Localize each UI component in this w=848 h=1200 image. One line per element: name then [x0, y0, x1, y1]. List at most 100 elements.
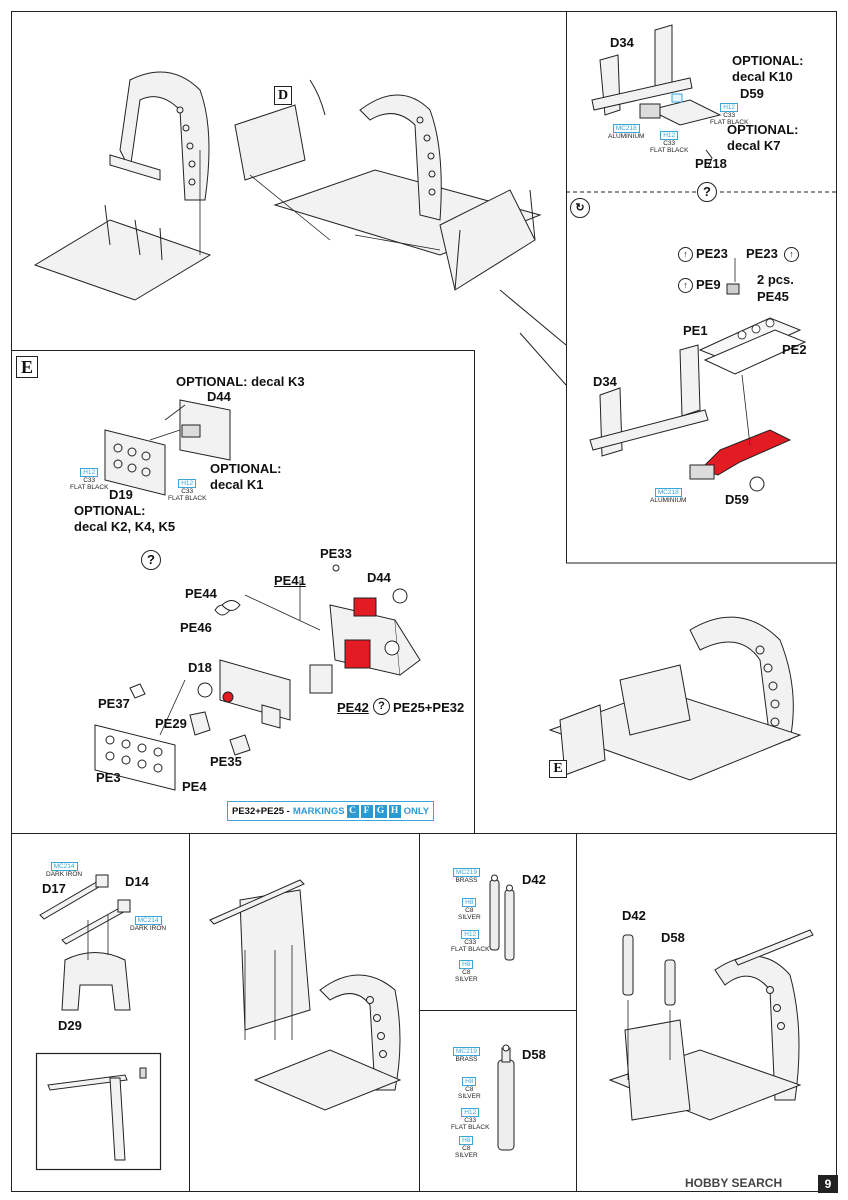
label-pe23-b: PE23 [746, 246, 778, 261]
paint-code-mc219: MC219 BRASS [453, 868, 480, 884]
optional-k1-line2: decal K1 [210, 477, 264, 492]
paint-code-box: H12 [178, 479, 197, 488]
optional-k3: OPTIONAL: decal K3 [176, 374, 305, 389]
step-d-badge: D [274, 86, 292, 105]
question-icon: ? [141, 550, 161, 570]
panel-d18 [219, 659, 291, 721]
step-e-ref-badge: E [549, 760, 567, 778]
part-pe33 [332, 564, 340, 572]
optional-k10-line2: decal K10 [732, 69, 793, 84]
decal-k10 [671, 93, 683, 103]
optional-k7-line2: decal K7 [727, 138, 781, 153]
cockpit-assembly-final [608, 929, 814, 1121]
label-pe46: PE46 [180, 620, 212, 635]
label-d44: D44 [207, 389, 231, 404]
part-pe35-b [261, 704, 281, 729]
label-d58-right: D58 [661, 930, 685, 945]
label-pe18: PE18 [695, 156, 727, 171]
rotate-icon: ↻ [570, 198, 590, 218]
label-d58: D58 [522, 1047, 546, 1062]
cockpit-assembly-center [234, 79, 542, 291]
page-number: 9 [818, 1175, 838, 1193]
label-pe41: PE41 [274, 573, 306, 588]
part-pe35 [229, 734, 251, 756]
label-pe1: PE1 [683, 323, 708, 338]
label-two-pcs: 2 pcs. [757, 272, 794, 287]
paint-code-box: MC214 [50, 862, 78, 871]
label-pe44: PE44 [185, 586, 217, 601]
cylinder-d58 [497, 1044, 515, 1151]
panel-frame-d44 [179, 399, 231, 461]
paint-code-h8-c: H8 C8 SILVER [458, 1077, 481, 1100]
label-pe35: PE35 [210, 754, 242, 769]
label-pe29: PE29 [155, 716, 187, 731]
paint-code-h12-e: H12 C33 FLAT BLACK [70, 468, 108, 491]
pe-bend-icon: ↑ [678, 278, 693, 293]
optional-k2-line1: OPTIONAL: [74, 503, 146, 518]
optional-k10-line1: OPTIONAL: [732, 53, 804, 68]
callout-line [499, 289, 567, 346]
paint-code-box: MC218 [612, 124, 640, 133]
paint-code-c8: C8 [462, 1145, 471, 1152]
paint-code-c33: C33 [464, 939, 477, 946]
label-d19: D19 [109, 487, 133, 502]
paint-code-box: H12 [461, 1108, 480, 1117]
paint-code-c33: C33 [464, 1117, 477, 1124]
label-d44-b: D44 [367, 570, 391, 585]
inset-box [35, 1052, 162, 1171]
paint-name: SILVER [458, 914, 481, 921]
paint-code-h12-bottom-b: H12 C33 FLAT BLACK [451, 1108, 489, 1131]
markings-only: ONLY [403, 805, 430, 817]
label-d42: D42 [522, 872, 546, 887]
optional-k2-line2: decal K2, K4, K5 [74, 519, 176, 534]
markings-prefix: PE32+PE25 - [232, 805, 290, 817]
question-icon: ? [373, 698, 390, 715]
paint-name: ALUMINIUM [608, 133, 645, 140]
label-pe3: PE3 [96, 770, 121, 785]
paint-code-c8: C8 [465, 1086, 474, 1093]
paint-code-box: MC219 [453, 1047, 480, 1056]
label-d34-lower: D34 [593, 374, 617, 389]
paint-code-h12-bottom: H12 C33 FLAT BLACK [451, 930, 489, 953]
part-pe2 [703, 329, 807, 375]
inset-detail [47, 1067, 147, 1161]
panel-pe3-pe4 [94, 724, 176, 791]
paint-name: FLAT BLACK [710, 119, 749, 126]
part-pe37 [129, 683, 146, 699]
paint-name: SILVER [455, 976, 478, 983]
label-pe25-pe32: PE25+PE32 [393, 700, 465, 715]
paint-code-mc219-b: MC219 BRASS [453, 1047, 480, 1063]
markings-word: MARKINGS [292, 805, 345, 817]
label-d59: D59 [740, 86, 764, 101]
red-part-pe42 [344, 639, 371, 669]
paint-code-h12-e-b: H12 C33 FLAT BLACK [168, 479, 206, 502]
paint-name: FLAT BLACK [451, 946, 490, 953]
assembly-arrows-e [149, 404, 186, 441]
paint-code-c33: C33 [723, 112, 736, 119]
paint-name: FLAT BLACK [168, 495, 207, 502]
assembly-arrows-f [627, 1000, 671, 1080]
label-pe37: PE37 [98, 696, 130, 711]
step-e-box [11, 350, 475, 833]
cylinders-d42 [489, 874, 515, 961]
paint-name: ALUMINIUM [650, 497, 687, 504]
page-frame [11, 11, 837, 1192]
label-pe2: PE2 [782, 342, 807, 357]
assembly-arrows-e2 [159, 580, 321, 736]
optional-k7-line1: OPTIONAL: [727, 122, 799, 137]
paint-name: FLAT BLACK [650, 147, 689, 154]
optional-k1-line1: OPTIONAL: [210, 461, 282, 476]
assembly-arrows-b [87, 915, 109, 960]
gear-icon [392, 588, 408, 604]
label-pe42: PE42 [337, 700, 369, 715]
paint-code-h8-d: H8 C8 SILVER [455, 1136, 478, 1159]
paint-code-box: H8 [462, 898, 477, 907]
marking-c: C [346, 804, 359, 818]
gear-icon [384, 640, 400, 656]
paint-code-c8: C8 [465, 907, 474, 914]
paint-name: DARK IRON [46, 871, 83, 878]
paint-name: DARK IRON [130, 925, 167, 932]
cockpit-assembly-e [548, 616, 802, 781]
watermark: HOBBY SEARCH [685, 1176, 783, 1190]
